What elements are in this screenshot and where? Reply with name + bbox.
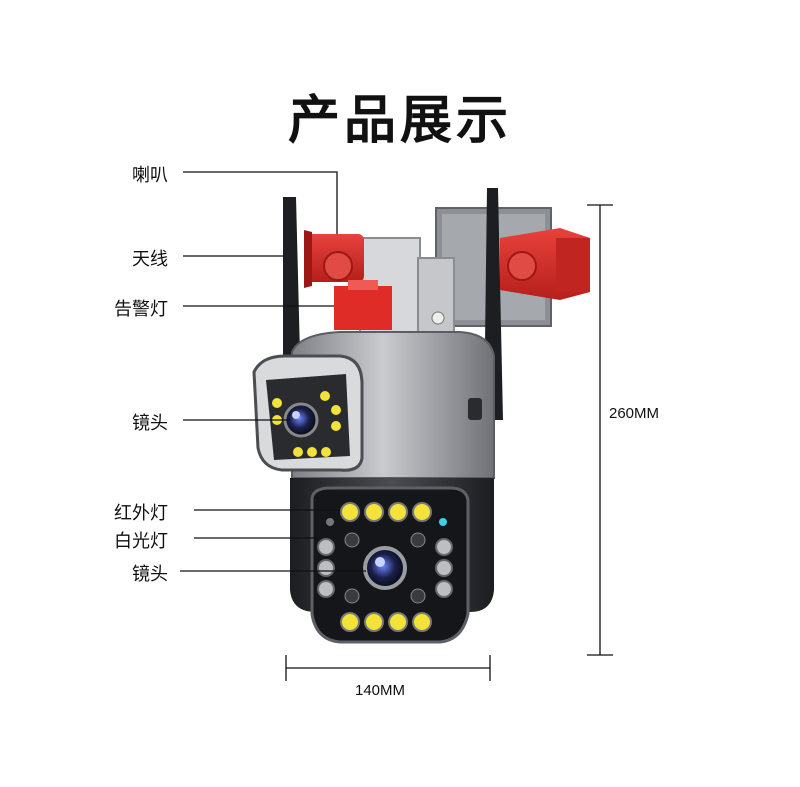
callout-lines	[180, 171, 366, 572]
label-lens-top: 镜头	[132, 413, 168, 434]
speaker-right	[500, 228, 590, 300]
label-antenna: 天线	[132, 249, 168, 270]
warning-light	[334, 280, 392, 330]
width-dimension	[285, 655, 491, 681]
antenna-left	[283, 197, 300, 355]
label-warning-light: 告警灯	[114, 299, 168, 320]
height-label: 260MM	[609, 405, 660, 422]
label-white-light: 白光灯	[114, 531, 168, 552]
infrared-leds-top	[326, 502, 447, 526]
speaker-left	[304, 230, 364, 288]
label-lens-bottom: 镜头	[132, 564, 168, 585]
infrared-leds-bottom	[340, 612, 432, 632]
page-title: 产品展示	[287, 91, 512, 151]
label-infrared-light: 红外灯	[114, 503, 168, 524]
height-dimension	[587, 204, 613, 656]
label-speaker: 喇叭	[132, 165, 168, 186]
upper-lens-module	[252, 354, 364, 472]
white-leds	[317, 532, 453, 604]
width-label: 140MM	[355, 682, 406, 699]
lower-lens	[363, 546, 407, 590]
